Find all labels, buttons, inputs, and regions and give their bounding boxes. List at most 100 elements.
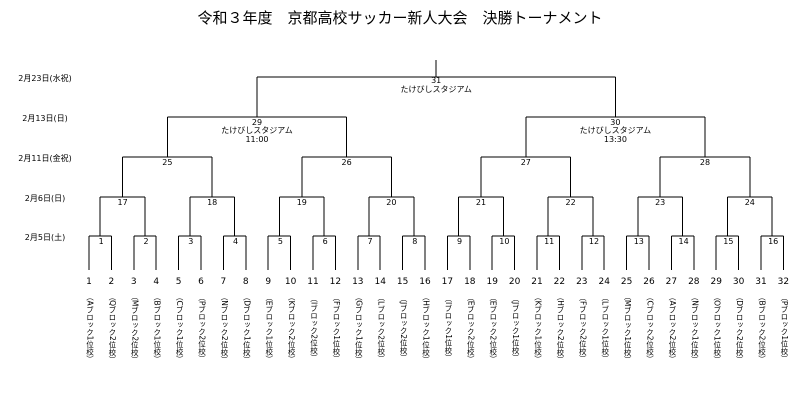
match-venue: たけびしスタジアム: [580, 126, 651, 135]
seed-label: （Hブロック2位校）: [556, 293, 565, 363]
match-number: 25: [162, 158, 172, 167]
seed-label: （Eブロック1位校）: [264, 293, 273, 363]
match-number: 18: [207, 198, 217, 207]
seed-label: （Pブロック1位校）: [780, 293, 789, 362]
round-date-2: 2月6日(日): [25, 194, 65, 203]
team-number: 31: [755, 277, 766, 287]
team-number: 16: [419, 277, 431, 287]
match-number: 13: [634, 237, 644, 246]
seed-label: （Mブロック2位校）: [130, 292, 139, 363]
seed-label: （Bブロック2位校）: [757, 293, 766, 363]
match-number: 22: [566, 198, 576, 207]
team-number: 6: [198, 277, 204, 287]
team-number: 8: [243, 277, 249, 287]
match-number: 3: [188, 237, 193, 246]
team-number: 25: [621, 277, 632, 287]
team-number: 28: [688, 277, 700, 287]
match-number: 10: [499, 237, 509, 246]
team-number: 26: [643, 277, 655, 287]
match-number: 30: [610, 118, 620, 127]
seed-label: （Dブロック1位校）: [242, 293, 251, 364]
seed-label: （Kブロック1位校）: [533, 293, 542, 363]
seed-label: （Aブロック1位校）: [85, 293, 94, 363]
team-number: 22: [554, 277, 565, 287]
team-number: 24: [598, 277, 610, 287]
seed-label: （Mブロック1位校）: [623, 292, 632, 363]
team-number: 20: [509, 277, 521, 287]
team-number: 17: [442, 277, 453, 287]
team-number: 30: [733, 277, 745, 287]
team-number: 9: [265, 277, 271, 287]
match-number: 5: [278, 237, 283, 246]
page-title: 令和３年度 京都高校サッカー新人大会 決勝トーナメント: [197, 9, 602, 27]
match-number: 23: [655, 198, 665, 207]
match-number: 17: [118, 198, 128, 207]
team-number: 18: [464, 277, 476, 287]
team-number: 27: [666, 277, 677, 287]
match-number: 29: [252, 118, 262, 127]
seed-label: （Iブロック1位校）: [444, 295, 453, 362]
team-number: 13: [352, 277, 363, 287]
seed-label: （Iブロック2位校）: [309, 295, 318, 362]
match-number: 2: [143, 237, 148, 246]
seed-label: （Hブロック1位校）: [421, 293, 430, 363]
match-time: 11:00: [245, 135, 268, 144]
seed-label: （Nブロック2位校）: [220, 293, 229, 363]
seed-label: （Cブロック2位校）: [645, 293, 654, 363]
seed-label: （Eブロック2位校）: [466, 293, 475, 363]
team-number: 10: [285, 277, 297, 287]
team-number: 19: [486, 277, 498, 287]
seed-label: （Aブロック2位校）: [668, 293, 677, 363]
team-number: 5: [176, 277, 182, 287]
team-number: 14: [374, 277, 386, 287]
match-number: 26: [342, 158, 352, 167]
match-number: 11: [544, 237, 554, 246]
match-number: 8: [412, 237, 417, 246]
team-number: 4: [153, 277, 159, 287]
seed-label: （Kブロック2位校）: [287, 293, 296, 363]
match-number: 21: [476, 198, 486, 207]
match-venue: たけびしスタジアム: [400, 85, 471, 94]
match-number: 1: [99, 237, 104, 246]
seed-label: （Nブロック1位校）: [690, 293, 699, 363]
match-number: 15: [723, 237, 733, 246]
match-number: 7: [367, 237, 372, 246]
seed-label: （Lブロック1位校）: [600, 294, 609, 363]
match-number: 27: [521, 158, 531, 167]
round-date-3: 2月11日(金祝): [18, 153, 72, 163]
seed-label: （Fブロック2位校）: [578, 293, 587, 362]
bracket-lines: [88, 60, 784, 270]
seed-label: （Gブロック1位校）: [354, 293, 363, 364]
match-number: 31: [431, 76, 441, 85]
team-number: 23: [576, 277, 587, 287]
team-number: 2: [109, 277, 115, 287]
round-date-1: 2月5日(土): [25, 232, 65, 242]
match-number: 28: [700, 158, 710, 167]
seed-label: （Oブロック1位校）: [712, 293, 721, 364]
seed-label: （Pブロック2位校）: [197, 293, 206, 362]
match-number: 24: [745, 198, 755, 207]
seed-label: （Fブロック1位校）: [332, 293, 341, 362]
seed-label: （Jブロック2位校）: [399, 295, 408, 362]
seed-labels: （Aブロック1位校） （Qブロック2位校） （Mブロック2位校） （Bブロック1位校）…: [85, 292, 789, 363]
round-date-4: 2月13日(日): [22, 114, 68, 123]
seed-label: （Bブロック1位校）: [152, 293, 161, 363]
seed-label: （Eブロック2位校）: [488, 293, 497, 363]
team-number: 12: [330, 277, 341, 287]
seed-label: （Lブロック2位校）: [376, 294, 385, 363]
match-number: 6: [323, 237, 328, 246]
seed-label: （Dブロック2位校）: [735, 293, 744, 364]
match-number: 12: [589, 237, 599, 246]
match-number: 20: [386, 198, 396, 207]
match-number: 9: [457, 237, 462, 246]
match-number: 16: [768, 237, 778, 246]
team-number: 21: [531, 277, 542, 287]
seed-label: （Qブロック2位校）: [108, 293, 117, 364]
round-date-5: 2月23日(水祝): [18, 73, 72, 83]
team-number: 1: [86, 277, 92, 287]
match-number: 19: [297, 198, 307, 207]
team-number: 29: [710, 277, 722, 287]
